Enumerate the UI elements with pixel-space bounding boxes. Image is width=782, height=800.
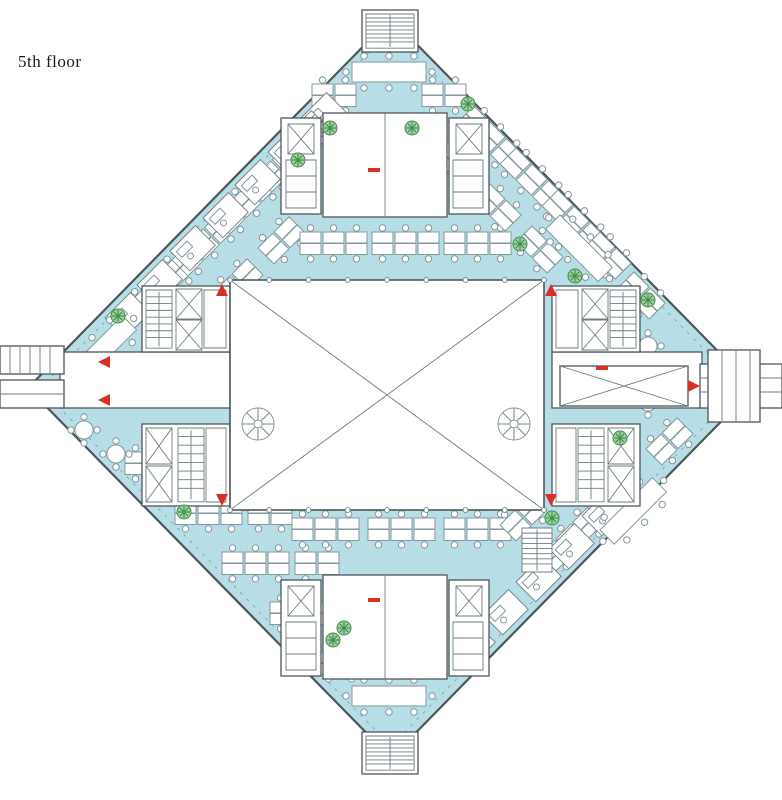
column <box>501 277 508 283</box>
desk-cluster <box>371 224 440 263</box>
column <box>541 277 547 283</box>
column <box>305 507 312 513</box>
plant <box>290 152 306 168</box>
plant <box>325 632 341 648</box>
room-label-marker <box>596 366 608 370</box>
wc-room <box>286 160 316 208</box>
elevator <box>175 319 203 351</box>
service-room <box>556 290 578 348</box>
stair-strip <box>521 527 553 573</box>
elevator <box>145 427 173 465</box>
shaft <box>455 585 483 617</box>
shaft <box>455 123 483 155</box>
meeting-rooms-top <box>280 112 490 218</box>
bridge-right <box>699 349 782 423</box>
plant <box>567 268 583 284</box>
service-room <box>556 428 576 502</box>
shaft <box>287 123 315 155</box>
column <box>227 277 233 283</box>
plant <box>336 620 352 636</box>
column <box>541 507 547 513</box>
plant <box>110 308 126 324</box>
plant <box>544 510 560 526</box>
elevator <box>145 465 173 503</box>
plant <box>404 120 420 136</box>
desk-cluster <box>291 510 360 549</box>
column <box>462 507 469 513</box>
desk-cluster <box>299 224 368 263</box>
wc-room <box>453 622 483 670</box>
column <box>501 507 508 513</box>
overlay-layer <box>98 96 700 648</box>
core-left <box>141 285 231 507</box>
column <box>305 277 312 283</box>
column <box>266 507 273 513</box>
column <box>227 507 233 513</box>
column <box>384 507 390 513</box>
column <box>423 277 430 283</box>
floor-title: 5th floor <box>18 52 82 71</box>
column <box>266 277 273 283</box>
stair <box>177 427 205 503</box>
room-label-marker <box>368 598 380 602</box>
stair <box>145 289 173 349</box>
column <box>462 277 469 283</box>
plant <box>460 96 476 112</box>
column <box>344 507 351 513</box>
bridge-left <box>0 345 65 409</box>
elevator <box>175 288 203 320</box>
plant <box>176 504 192 520</box>
stair-tower-bottom <box>361 731 419 775</box>
desk-cluster <box>443 510 512 549</box>
spiral-stair <box>241 407 275 441</box>
elevator <box>607 465 635 503</box>
plant <box>612 430 628 446</box>
desk-cluster <box>367 510 436 549</box>
service-room <box>204 290 226 348</box>
stair <box>365 735 415 772</box>
columns <box>227 277 547 513</box>
stair-tower-top <box>361 9 419 53</box>
elevator <box>581 319 609 351</box>
service-room <box>206 428 226 502</box>
stair <box>365 13 415 50</box>
column <box>423 507 430 513</box>
plant <box>322 120 338 136</box>
room-label-marker <box>368 168 380 172</box>
plant <box>640 292 656 308</box>
stair <box>577 427 605 503</box>
column <box>344 277 351 283</box>
plant <box>512 236 528 252</box>
wc-room <box>453 160 483 208</box>
atrium <box>227 277 547 513</box>
desk-cluster <box>443 224 512 263</box>
desk-cluster <box>221 544 290 583</box>
elevator <box>581 288 609 320</box>
wc-room <box>286 622 316 670</box>
column <box>384 277 390 283</box>
corridor-left <box>59 351 231 409</box>
meeting-rooms-bottom <box>280 574 490 680</box>
stair <box>609 289 637 349</box>
corridor-right <box>551 351 703 409</box>
shaft <box>287 585 315 617</box>
spiral-stair <box>497 407 531 441</box>
